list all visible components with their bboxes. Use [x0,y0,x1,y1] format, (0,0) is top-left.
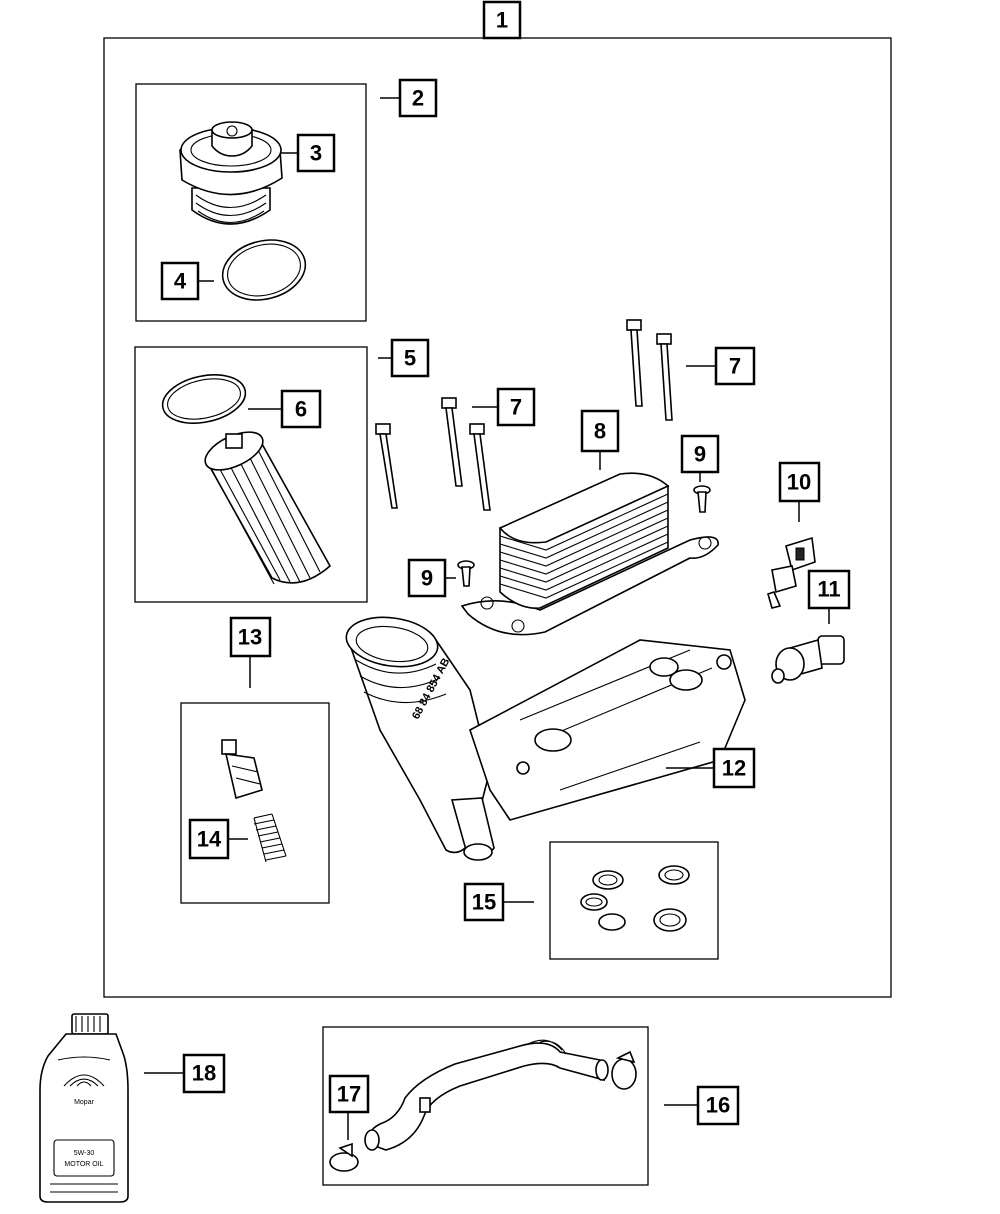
svg-text:15: 15 [472,890,496,915]
coolant-hose [364,1039,609,1151]
svg-text:9: 9 [421,566,433,591]
callout-7a: 7 [496,387,536,427]
callout-4: 4 [160,261,200,301]
seal-kit-frame [549,841,719,960]
svg-text:18: 18 [192,1061,216,1086]
cap-kit-frame [135,83,367,322]
bolt-4 [626,319,643,407]
svg-text:4: 4 [174,269,187,294]
oil-bottle: Mopar 5W-30 MOTOR OIL [39,1013,129,1203]
callout-14: 14 [188,818,230,860]
small-bolt-2 [457,560,475,587]
oil-filter-cap [179,121,283,225]
oil-pressure-sensor [771,635,845,684]
callout-16: 16 [696,1085,740,1126]
svg-text:7: 7 [510,395,522,420]
callout-3: 3 [296,133,336,173]
callout-7b: 7 [714,346,756,386]
callout-1: 1 [482,0,522,40]
svg-text:5: 5 [404,346,416,371]
hose-fitting [419,1097,431,1113]
svg-text:2: 2 [412,86,424,111]
callout-8: 8 [580,409,620,453]
bottle-grade-text: 5W-30 [74,1150,95,1157]
oil-cooler [460,472,719,636]
callout-13: 13 [229,616,272,658]
valve-spring [253,813,287,863]
callout-17: 17 [328,1074,370,1114]
callout-9b: 9 [407,558,447,598]
seal-ring-5 [653,908,687,932]
callout-18: 18 [182,1053,226,1094]
seal-ring-2 [658,865,690,885]
callout-2: 2 [398,78,438,118]
callout-10: 10 [778,461,821,503]
svg-text:14: 14 [197,827,222,852]
hose-clamp-2 [329,1142,359,1172]
svg-text:13: 13 [238,625,262,650]
svg-text:12: 12 [722,756,746,781]
callout-12: 12 [712,747,756,789]
svg-text:17: 17 [337,1082,361,1107]
small-bolt-1 [693,485,711,513]
bolt-5 [656,333,673,421]
svg-text:8: 8 [594,419,606,444]
seal-ring-3 [580,893,608,911]
cap-o-ring [221,239,307,301]
filter-kit-frame [134,346,368,603]
oil-filter-housing: 68 84 854 AB [345,616,746,861]
callout-5: 5 [390,338,430,378]
bottle-brand-text: Mopar [74,1099,95,1106]
oil-filter-element [204,431,332,585]
hose-kit-frame [322,1026,649,1186]
bypass-valve [221,739,263,800]
bottle-type-text: MOTOR OIL [64,1161,103,1168]
svg-text:10: 10 [787,470,811,495]
svg-text:9: 9 [694,442,706,467]
bolt-3 [469,423,491,511]
svg-text:16: 16 [706,1093,730,1118]
svg-text:6: 6 [295,397,307,422]
seal-ring-4 [598,913,626,931]
callout-6: 6 [280,389,322,429]
callout-9a: 9 [680,434,720,474]
svg-text:7: 7 [729,354,741,379]
bolt-1 [375,423,398,509]
bolt-2 [441,397,463,487]
valve-kit-frame [180,702,330,904]
svg-text:3: 3 [310,141,322,166]
callout-11: 11 [807,569,851,610]
svg-text:11: 11 [817,577,840,602]
seal-ring-1 [592,870,624,890]
svg-text:1: 1 [496,8,508,33]
oil-temperature-sensor [767,536,816,609]
filter-o-ring [161,374,247,424]
hose-clamp-1 [611,1050,637,1090]
callout-15: 15 [463,882,505,922]
